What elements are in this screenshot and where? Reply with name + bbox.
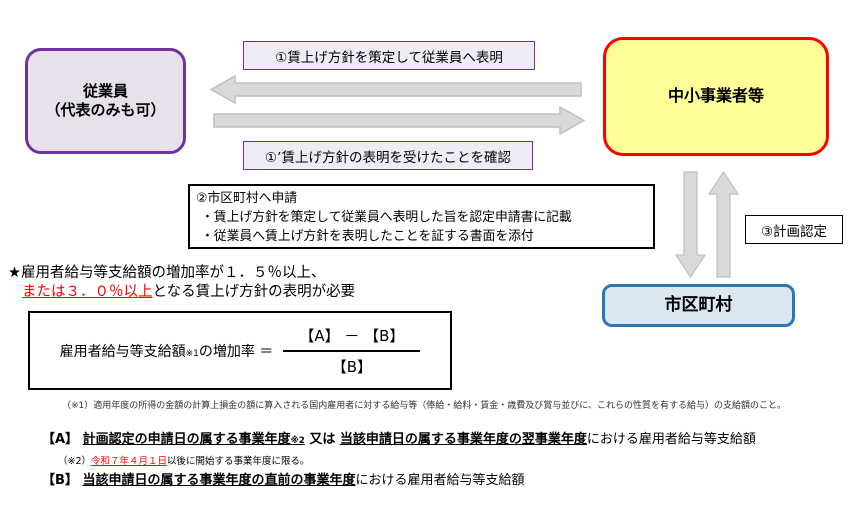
footnote2-prefix: （※2） [58,456,92,467]
footnote1: （※1）適用年度の所得の金額の計算上損金の額に算入される国内雇用者に対する給与等… [62,401,787,411]
formula-numerator: 【A】 － 【B】 [283,325,421,352]
definition-b-underline1: 当該申請日の属する事業年度の直前の事業年度 [82,473,356,488]
arrow-sme-to-municipality [675,171,706,278]
formula-denominator: 【B】 [331,357,372,376]
definition-b-prefix: 【B】 [42,473,78,488]
formula-lhs: 雇用者給与等支給額※1の増加率 ＝ [60,341,274,361]
arrow-sme-to-employees [210,75,582,104]
footnote2: （※2）令和７年４月１日以後に開始する事業年度に限る。 [58,453,310,467]
step1-label: ①賃上げ方針を策定して従業員へ表明 [243,41,535,70]
step2-bullet1: ・賃上げ方針を策定して従業員へ表明した旨を認定申請書に記載 [201,210,572,226]
requirement-highlight: または３．０％以上 [22,284,153,300]
step2-title: ②市区町村へ申請 [196,191,298,206]
requirement-line2-rest: となる賃上げ方針の表明が必要 [152,284,356,300]
definition-a-middle: 又は [304,432,340,447]
formula-fraction: 【A】 － 【B】 【B】 [283,325,421,377]
step2-bullet2: ・従業員へ賃上げ方針を表明したことを証する書面を添付 [201,229,534,245]
definition-a-underline1: 計画認定の申請日の属する事業年度 [82,432,291,447]
definition-a-underline2: 当該申請日の属する事業年度の翌事業年度 [339,432,587,447]
footnote2-rest: 以後に開始する事業年度に限る。 [167,456,310,467]
formula-lhs-tail: の増加率 ＝ [198,343,274,360]
footnote2-highlight: 令和７年４月１日 [91,456,168,467]
definition-b: 【B】 当該申請日の属する事業年度の直前の事業年度における雇用者給与等支給額 [42,469,524,488]
step3-label: ③計画認定 [745,215,843,244]
increase-rate-formula-box: 雇用者給与等支給額※1の増加率 ＝ 【A】 － 【B】 【B】 [28,311,452,390]
definition-a-suffix: における雇用者給与等支給額 [586,432,756,447]
step1-confirm-label-text: ①’賃上げ方針の表明を受けたことを確認 [265,149,511,166]
employees-box: 従業員 （代表のみも可） [25,48,186,154]
sme-box: 中小事業者等 [603,37,829,156]
step1-label-text: ①賃上げ方針を策定して従業員へ表明 [275,49,503,66]
definition-a-footnote-mark: ※2 [290,436,305,446]
employees-label-line1: 従業員 [82,81,128,100]
arrow-employees-to-sme [213,106,585,135]
formula-footnote1-mark: ※1 [185,348,199,359]
step2-application-box: ②市区町村へ申請 ・賃上げ方針を策定して従業員へ表明した旨を認定申請書に記載 ・… [188,184,655,249]
sme-label: 中小事業者等 [667,86,764,106]
definition-b-suffix: における雇用者給与等支給額 [355,473,525,488]
formula-lhs-main: 雇用者給与等支給額 [59,343,186,360]
definition-a: 【A】 計画認定の申請日の属する事業年度※2 又は 当該申請日の属する事業年度の… [42,428,756,447]
municipality-box: 市区町村 [602,284,795,327]
employees-label-line2: （代表のみも可） [45,101,166,119]
definition-a-prefix: 【A】 [42,432,79,447]
arrow-municipality-to-sme [708,171,739,278]
step1-confirm-label: ①’賃上げ方針の表明を受けたことを確認 [243,141,533,170]
requirement-line1: ★雇用者給与等支給額の増加率が１．５％以上、 [8,265,326,281]
municipality-label: 市区町村 [664,295,733,316]
requirement-line2: または３．０％以上となる賃上げ方針の表明が必要 [22,280,355,301]
step3-label-text: ③計画認定 [760,223,828,240]
